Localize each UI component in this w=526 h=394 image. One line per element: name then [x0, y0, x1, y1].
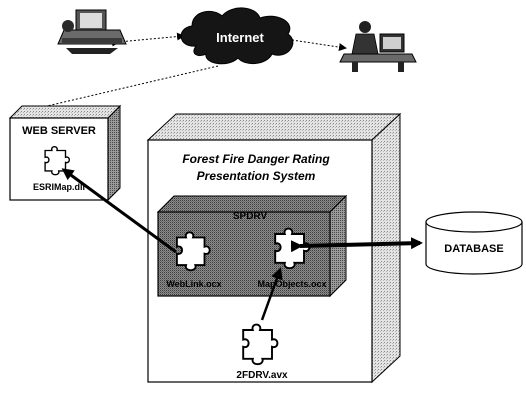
workstation-right-icon	[339, 21, 417, 72]
arrow-weblink-to-esrimap	[61, 168, 177, 254]
web-server-box: WEB SERVER ESRIMap.dll	[8, 104, 122, 202]
connector-left-pc-to-internet	[111, 32, 185, 47]
esrimap-dll-label: ESRIMap.dll	[33, 182, 85, 192]
mapobjects-ocx-label: MapObjects.ocx	[257, 279, 326, 289]
2fdrv-avx-label: 2FDRV.avx	[236, 370, 288, 381]
internet-cloud: Internet	[180, 7, 294, 65]
database-label: DATABASE	[444, 243, 503, 255]
database-cylinder: DATABASE	[425, 211, 523, 275]
2fdrv-puzzle-icon	[242, 323, 279, 366]
workstation-left-icon	[57, 9, 127, 54]
connector-internet-to-web-server	[29, 65, 219, 111]
arrow-mapobjects-to-database	[290, 237, 423, 253]
internet-label: Internet	[216, 30, 264, 45]
spdrv-label: SPDRV	[233, 211, 268, 222]
weblink-ocx-label: WebLink.ocx	[166, 279, 221, 289]
mapobjects-puzzle-icon	[274, 227, 311, 270]
weblink-puzzle-icon	[175, 231, 211, 272]
web-server-title: WEB SERVER	[22, 125, 96, 137]
system-title-line2: Presentation System	[197, 169, 316, 183]
2fdrv-component: 2FDRV.avx	[236, 323, 288, 381]
arrow-2fdrv-to-mapobjects	[260, 267, 283, 321]
system-title-line1: Forest Fire Danger Rating	[182, 152, 330, 166]
connector-internet-to-right-pc	[285, 35, 347, 52]
